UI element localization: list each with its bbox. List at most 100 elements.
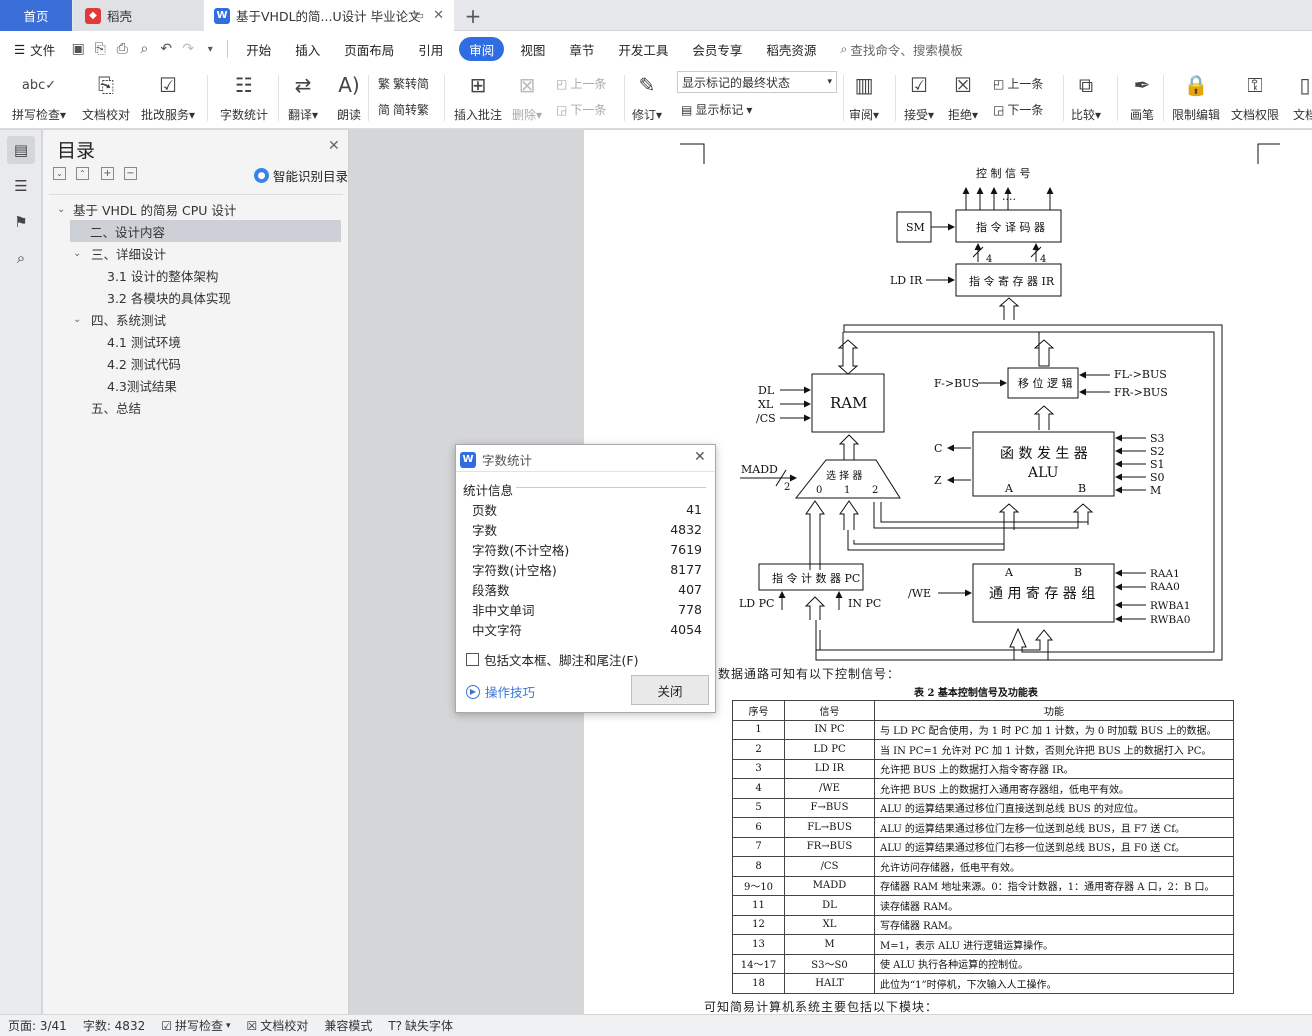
correction-service-button[interactable]: ☑批改服务▾ <box>141 70 195 123</box>
document-page[interactable]: 控 制 信 号 ···· SM 指 令 译 码 器 4 4 指 令 寄 存 器 … <box>584 130 1312 1014</box>
signal-cell: FR→BUS <box>784 836 875 857</box>
toc-item[interactable]: ⌄基于 VHDL 的简易 CPU 设计 <box>57 198 236 220</box>
spell-check-button[interactable]: abc✓拼写检查▾ <box>12 70 66 123</box>
markup-state-select[interactable]: 显示标记的最终状态▾ <box>677 71 837 93</box>
word-count-indicator[interactable]: 字数: 4832 <box>82 1019 146 1033</box>
trad-to-simp-button[interactable]: 繁繁转简 <box>378 75 429 92</box>
restrict-editing-button[interactable]: 🔒限制编辑 <box>1172 70 1220 123</box>
next-comment-button[interactable]: ◲下一条 <box>556 101 606 118</box>
simp-to-trad-button[interactable]: 简简转繁 <box>378 101 429 118</box>
document-rights-button[interactable]: ⚿文档权限 <box>1231 70 1279 123</box>
mux-input-2: 2 <box>872 485 878 496</box>
tab-docer[interactable]: ◆ 稻壳 <box>73 0 203 31</box>
read-aloud-button[interactable]: A)朗读 <box>334 70 364 123</box>
toc-item[interactable]: 3.1 设计的整体架构 <box>107 264 218 286</box>
screen-icon[interactable]: ▭ <box>413 9 424 22</box>
bits-label: 4 <box>986 254 992 265</box>
include-textbox-checkbox[interactable]: 包括文本框、脚注和尾注(F) <box>466 650 638 669</box>
menu-item-chapter[interactable]: 章节 <box>569 42 595 58</box>
word-count-button[interactable]: ☷字数统计 <box>220 70 268 123</box>
checkbox-box[interactable] <box>466 653 479 666</box>
file-menu-label: 文件 <box>30 42 56 58</box>
document-more-button[interactable]: ▯文档 <box>1290 70 1312 123</box>
insert-comment-button[interactable]: ⊞插入批注 <box>454 70 502 123</box>
undo-icon[interactable]: ↶ <box>160 41 173 57</box>
status-bar: 页面: 3/41 字数: 4832 ☑拼写检查▾ ☒文档校对 兼容模式 T?缺失… <box>0 1014 1312 1036</box>
spell-check-status[interactable]: ☑拼写检查▾ <box>153 1017 238 1034</box>
proofread-label: 文档校对 <box>82 108 131 122</box>
toc-item[interactable]: ⌄三、详细设计 <box>73 242 166 264</box>
review-pane-button[interactable]: ▥审阅▾ <box>849 70 879 123</box>
proofread-button[interactable]: ⎘文档校对 <box>82 70 130 123</box>
signal-cell: LD IR <box>784 758 875 779</box>
menu-item-docer[interactable]: 稻壳资源 <box>766 42 817 58</box>
command-search[interactable]: ⌕查找命令、搜索模板 <box>828 37 975 61</box>
menu-item-layout[interactable]: 页面布局 <box>344 42 395 58</box>
alu-label: ALU <box>1027 465 1059 481</box>
tab-home[interactable]: 首页 <box>0 0 72 31</box>
menu-item-review[interactable]: 审阅 <box>459 37 505 61</box>
translate-button[interactable]: ⇄翻译▾ <box>288 70 318 123</box>
m-label: M <box>1150 484 1161 497</box>
proof-status[interactable]: ☒文档校对 <box>239 1017 317 1034</box>
prev-comment-button[interactable]: ◰上一条 <box>556 75 606 92</box>
toc-item[interactable]: ⌄四、系统测试 <box>73 308 166 330</box>
collapse-down-icon[interactable]: ⌄ <box>53 167 66 180</box>
row-number-cell: 4 <box>732 778 785 799</box>
dl-label: DL <box>758 384 775 397</box>
customize-icon[interactable]: ▾ <box>207 43 213 55</box>
close-tab-icon[interactable]: ✕ <box>433 8 444 23</box>
accept-button[interactable]: ☑接受▾ <box>904 70 934 123</box>
reject-button[interactable]: ☒拒绝▾ <box>948 70 978 123</box>
function-cell: ALU 的运算结果通过移位门左移一位送到总线 BUS，且 F7 送 Cf。 <box>874 817 1234 838</box>
print-icon[interactable]: ⎙ <box>116 41 128 57</box>
chapter-nav-icon[interactable]: ☰ <box>14 177 28 195</box>
menu-item-reference[interactable]: 引用 <box>418 42 444 58</box>
delete-comment-button[interactable]: ⊠删除▾ <box>512 70 542 123</box>
smart-toc-button[interactable]: ● 智能识别目录 <box>254 166 348 185</box>
toc-panel-icon[interactable]: ▤ <box>7 136 35 164</box>
menu-item-insert[interactable]: 插入 <box>295 42 321 58</box>
page-indicator[interactable]: 页面: 3/41 <box>8 1019 67 1033</box>
toc-item-selected[interactable]: 二、设计内容 <box>70 220 341 242</box>
menu-item-developer[interactable]: 开发工具 <box>618 42 669 58</box>
menu-item-start[interactable]: 开始 <box>246 42 272 58</box>
new-tab-button[interactable]: + <box>464 3 482 28</box>
rwba1-label: RWBA1 <box>1150 600 1190 612</box>
toc-item[interactable]: 3.2 各模块的具体实现 <box>107 286 231 308</box>
tab-document-label: 基于VHDL的简...U设计 毕业论文 <box>236 9 421 24</box>
toc-item[interactable]: 4.3测试结果 <box>107 374 177 396</box>
close-pane-icon[interactable]: ✕ <box>328 138 340 154</box>
toc-item[interactable]: 4.1 测试环境 <box>107 330 181 352</box>
print-preview-icon[interactable]: ⌕ <box>140 41 149 57</box>
tab-document[interactable]: W 基于VHDL的简...U设计 毕业论文 ▭ ✕ <box>204 0 454 31</box>
export-pdf-icon[interactable]: ⎘ <box>94 41 106 57</box>
prev-change-button[interactable]: ◰上一条 <box>993 75 1043 92</box>
collapse-all-icon[interactable]: − <box>124 167 137 180</box>
menu-item-member[interactable]: 会员专享 <box>692 42 743 58</box>
redo-icon[interactable]: ↷ <box>182 41 195 57</box>
pen-button[interactable]: ✒画笔 <box>1127 70 1157 123</box>
hamburger-icon: ☰ <box>14 41 26 57</box>
mux-input-1: 1 <box>844 485 850 496</box>
track-changes-button[interactable]: ✎修订▾ <box>632 70 662 123</box>
menu-item-view[interactable]: 视图 <box>520 42 546 58</box>
toc-item[interactable]: 五、总结 <box>91 396 141 418</box>
tips-link[interactable]: ▶ 操作技巧 <box>466 682 535 701</box>
compare-button[interactable]: ⧉比较▾ <box>1071 70 1101 123</box>
file-menu[interactable]: ☰文件 <box>0 37 67 61</box>
next-change-button[interactable]: ◲下一条 <box>993 101 1043 118</box>
close-dialog-icon[interactable]: ✕ <box>694 449 706 465</box>
bookmark-icon[interactable]: ⚑ <box>14 213 28 231</box>
show-markup-button[interactable]: ▤显示标记▾ <box>681 102 753 118</box>
expand-all-icon[interactable]: + <box>101 167 114 180</box>
toc-item[interactable]: 4.2 测试代码 <box>107 352 181 374</box>
missing-fonts-status[interactable]: T?缺失字体 <box>380 1017 461 1034</box>
find-icon[interactable]: ⌕ <box>16 249 26 267</box>
close-button[interactable]: 关闭 <box>631 675 709 705</box>
function-cell: 允许把 BUS 上的数据打入通用寄存器组，低电平有效。 <box>874 778 1234 799</box>
collapse-up-icon[interactable]: ⌃ <box>76 167 89 180</box>
divider <box>1063 75 1064 121</box>
save-icon[interactable]: ▣ <box>71 41 85 57</box>
